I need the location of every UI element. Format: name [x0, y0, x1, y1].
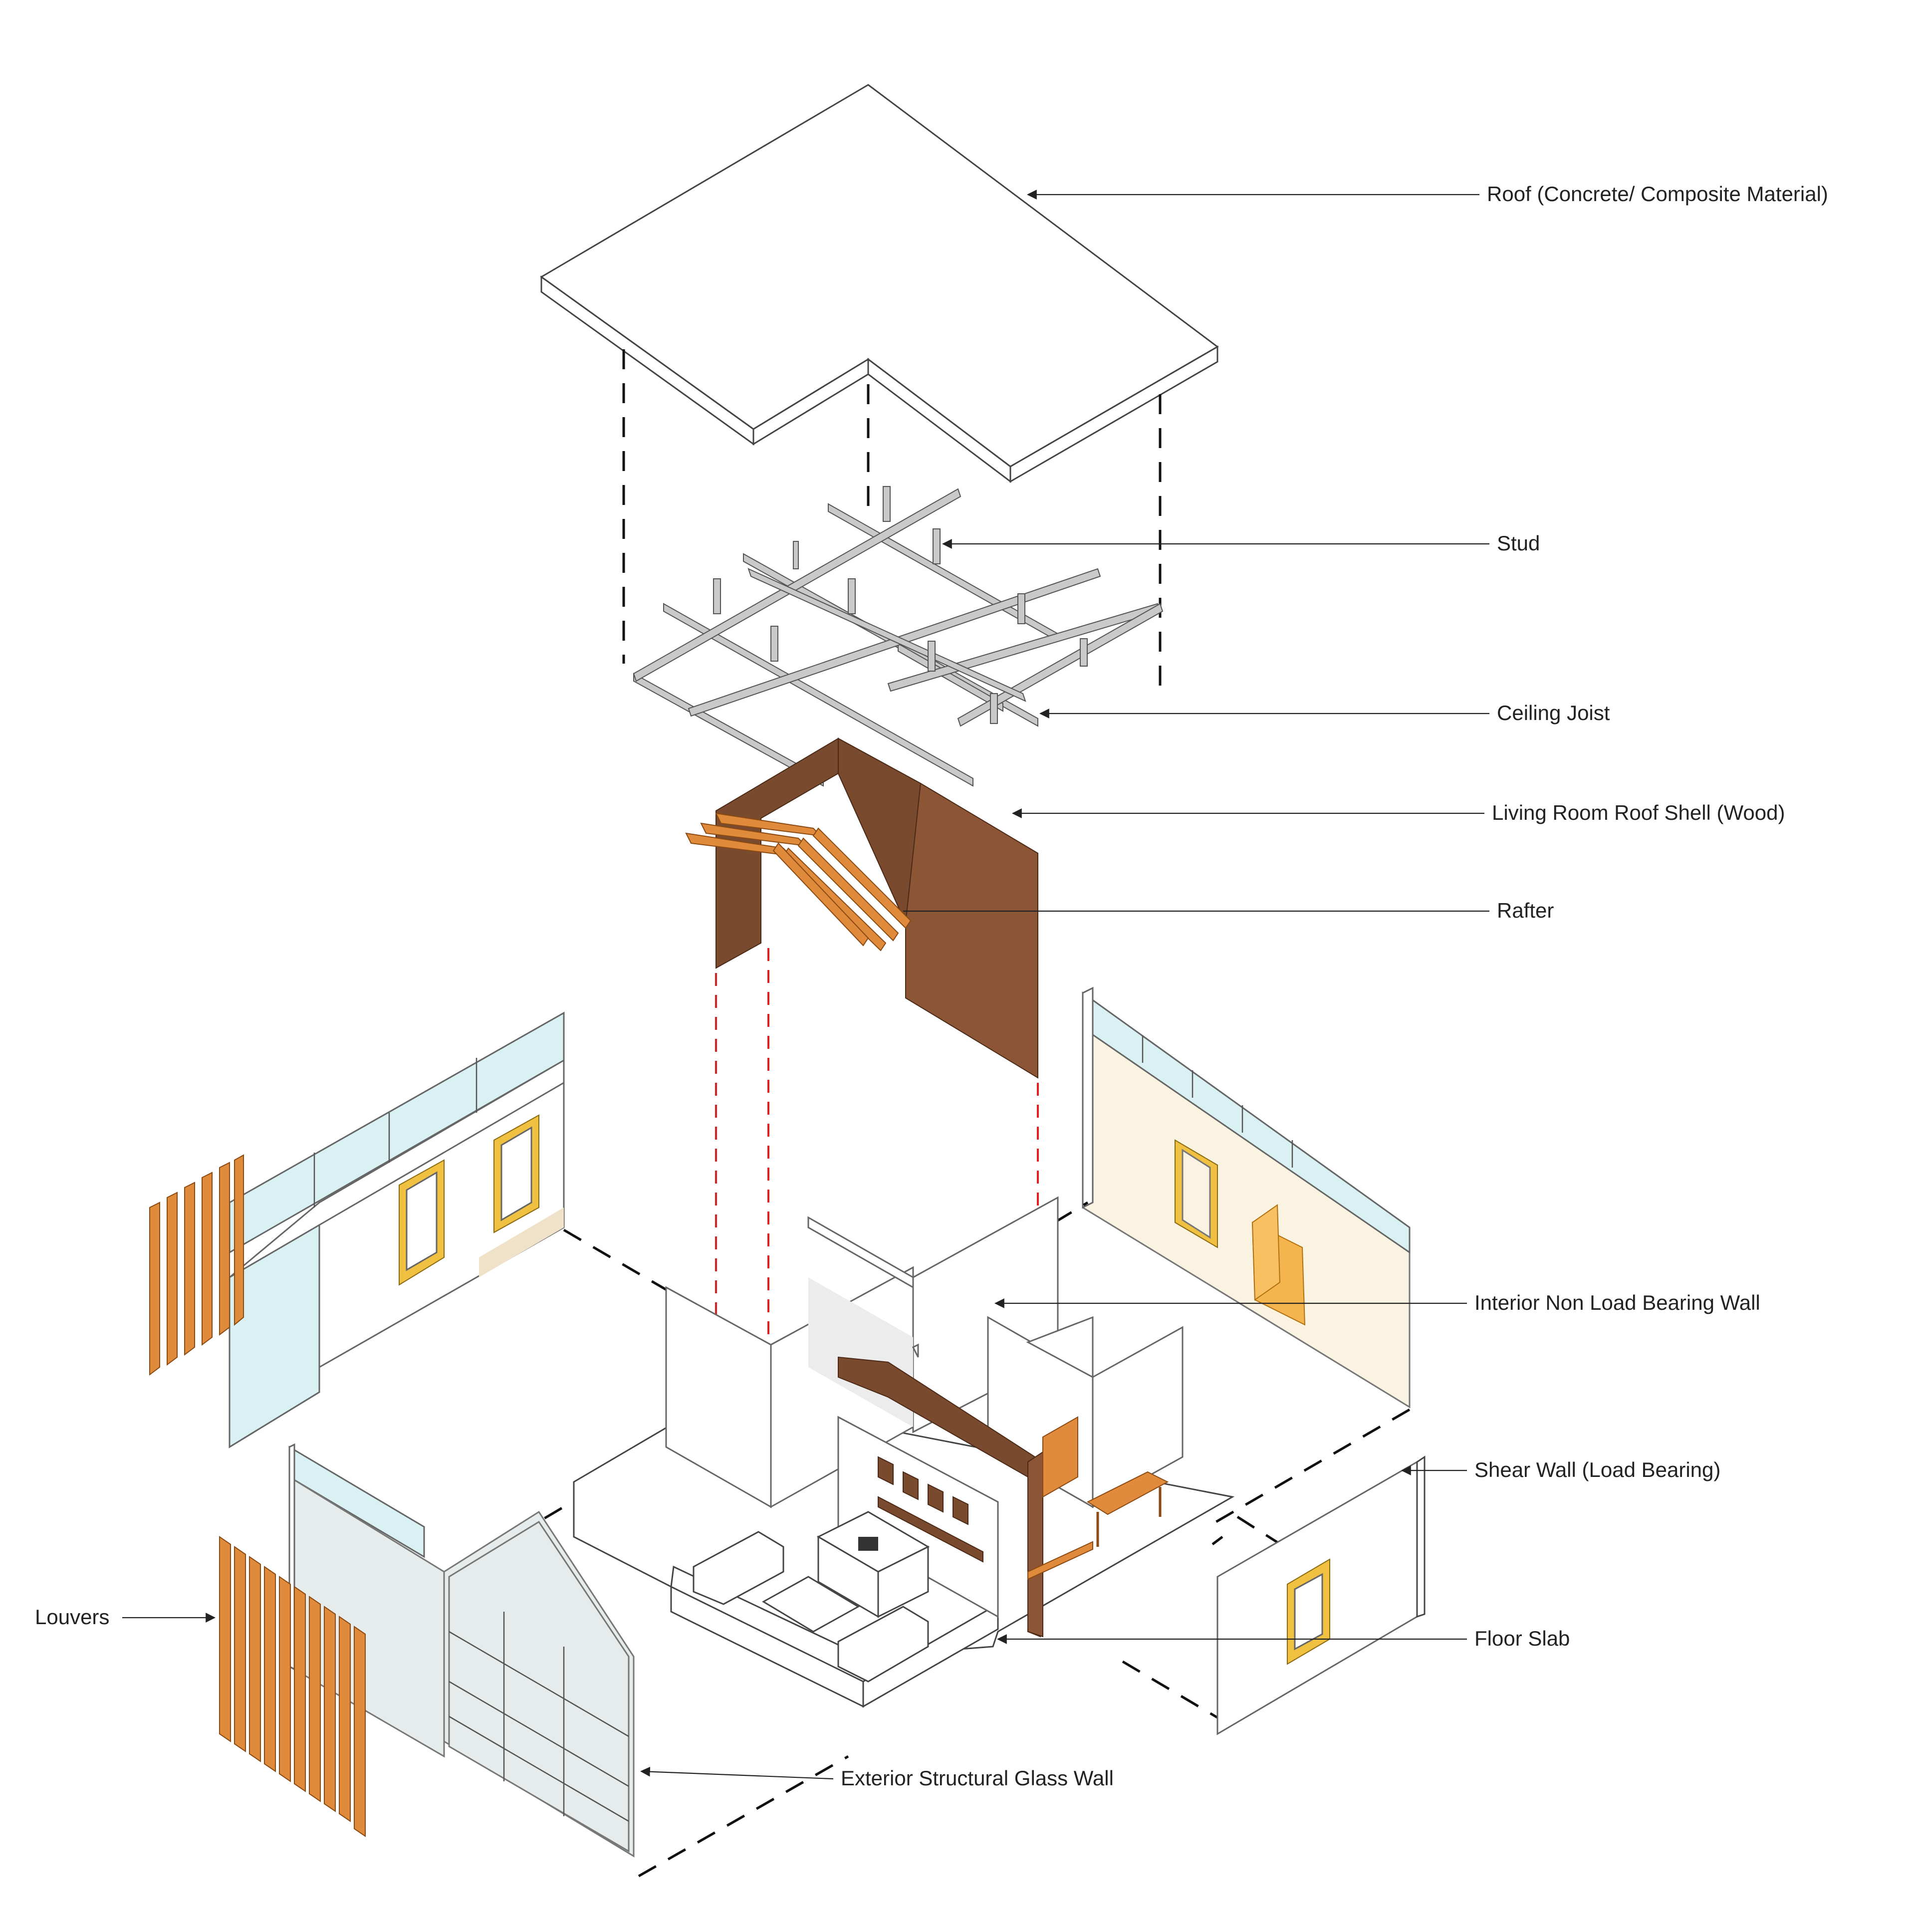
label-rafter: Rafter [1497, 899, 1554, 922]
label-stud: Stud [1497, 531, 1540, 555]
interior-core [573, 1196, 1235, 1708]
roof-slab [540, 84, 1219, 483]
label-ceiling-joist: Ceiling Joist [1497, 701, 1610, 724]
roof-projection-lines [622, 349, 1162, 689]
labels: Roof (Concrete/ Composite Material) Stud… [35, 182, 1828, 1790]
living-room-roof-shell [685, 737, 1038, 1079]
label-shear-wall: Shear Wall (Load Bearing) [1474, 1458, 1720, 1481]
louvers [219, 1536, 366, 1837]
label-glass-wall: Exterior Structural Glass Wall [841, 1766, 1114, 1790]
label-floor-slab: Floor Slab [1474, 1627, 1570, 1650]
label-interior-wall: Interior Non Load Bearing Wall [1474, 1291, 1760, 1314]
shear-wall [1216, 1455, 1426, 1735]
ceiling-joist-grid [633, 486, 1164, 787]
leader-glass-wall [640, 1766, 834, 1780]
label-roof-shell: Living Room Roof Shell (Wood) [1492, 801, 1785, 824]
right-rear-wall [1082, 986, 1411, 1409]
label-roof: Roof (Concrete/ Composite Material) [1487, 182, 1828, 206]
leader-lines [122, 190, 1489, 1780]
label-louvers: Louvers [35, 1605, 109, 1629]
left-rear-wall [149, 1011, 565, 1449]
